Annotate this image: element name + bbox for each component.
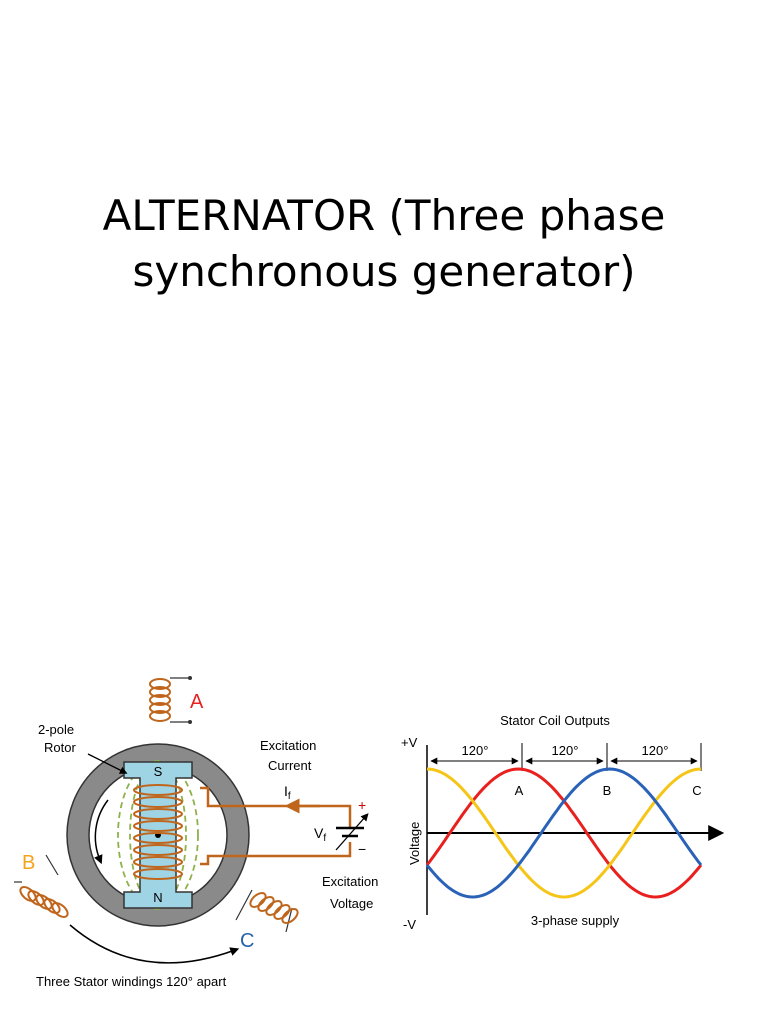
phase-c-label: C: [240, 930, 254, 952]
coil-b: [14, 854, 69, 918]
wave-label-c: C: [692, 783, 701, 798]
waveform-series: [425, 767, 703, 899]
pole-s-label: S: [154, 764, 163, 779]
wave-label-b: B: [603, 783, 612, 798]
slide-title: ALTERNATOR (Three phase synchronous gene…: [0, 188, 768, 300]
field-winding: [133, 784, 183, 880]
y-axis-label: Voltage: [407, 822, 422, 865]
plus-sign: +: [358, 797, 366, 813]
phase-a-label: A: [190, 691, 204, 713]
excitation-voltage-label-2: Voltage: [330, 896, 373, 911]
coil-c: [235, 889, 299, 933]
minus-sign: −: [358, 841, 366, 857]
rotor-pointer: [87, 753, 128, 774]
alternator-diagram: S N + − A B: [14, 676, 378, 989]
wave-label-a: A: [515, 783, 524, 798]
rotor-label-2: Rotor: [44, 740, 76, 755]
variable-arrow: [335, 813, 369, 851]
rotation-arrow-outer: [69, 924, 240, 964]
diagram-caption: Three Stator windings 120° apart: [36, 974, 227, 989]
rotation-arrow-inner: [94, 799, 109, 865]
current-symbol: If: [284, 783, 291, 802]
series-c-line: [425, 767, 703, 899]
x-axis-label: 3-phase supply: [531, 913, 620, 928]
plus-v-label: +V: [401, 735, 418, 750]
phase-waveform-chart: Stator Coil Outputs 120° 120° 120° +V -V…: [401, 713, 725, 932]
angle-label-2: 120°: [552, 743, 579, 758]
excitation-voltage-label-1: Excitation: [322, 874, 378, 889]
excitation-current-label-1: Excitation: [260, 738, 316, 753]
coil-a: [149, 677, 190, 723]
excitation-wire-top: [200, 786, 352, 828]
excitation-wire-bottom: [200, 842, 352, 866]
phase-b-label: B: [22, 852, 35, 874]
rotor-label-1: 2-pole: [38, 722, 74, 737]
excitation-current-label-2: Current: [268, 758, 312, 773]
minus-v-label: -V: [403, 917, 416, 932]
chart-title: Stator Coil Outputs: [500, 713, 610, 728]
voltage-symbol: Vf: [314, 825, 326, 844]
stator-ring: [67, 744, 249, 926]
title-line-1: ALTERNATOR (Three phase: [102, 191, 666, 240]
pole-n-label: N: [153, 890, 162, 905]
angle-label-1: 120°: [462, 743, 489, 758]
title-line-2: synchronous generator): [132, 247, 636, 296]
angle-label-3: 120°: [642, 743, 669, 758]
